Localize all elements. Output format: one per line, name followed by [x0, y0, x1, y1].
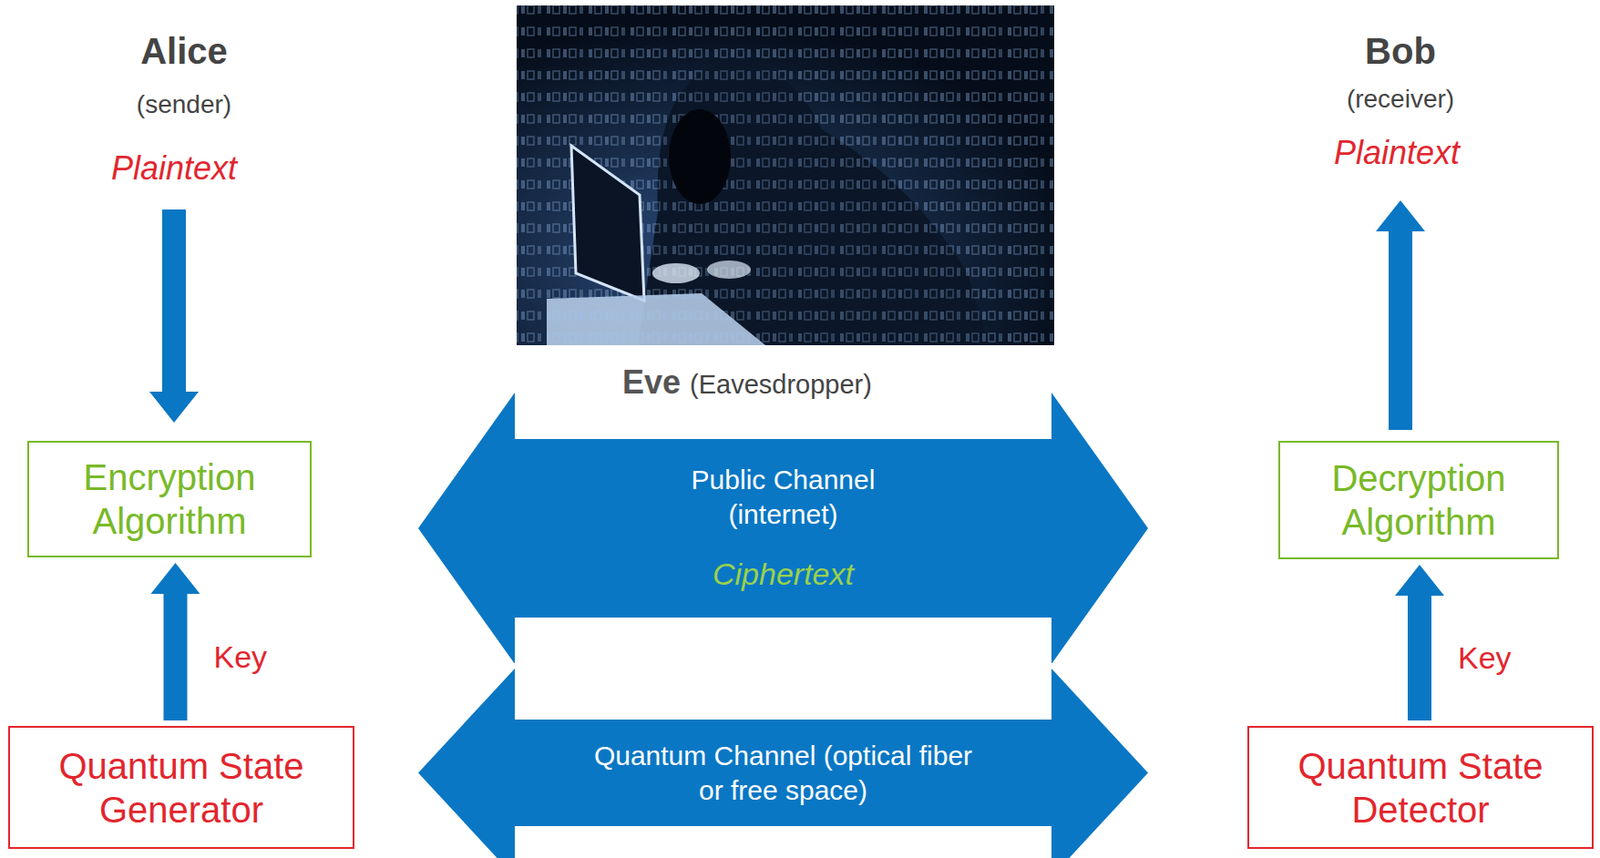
laptop-screen — [571, 145, 645, 301]
person-name: Eve — [622, 363, 681, 402]
channel-arrow: Public Channel (internet) Ciphertext — [418, 392, 1149, 664]
channel-label: Public Channel (internet) — [665, 462, 903, 532]
key-arrow — [151, 563, 201, 721]
edge-label: Key — [214, 639, 268, 676]
role-note: (sender) — [136, 90, 232, 120]
arrow-shaft — [1407, 594, 1432, 721]
person-name: Bob — [1364, 30, 1436, 72]
key-arrow — [1394, 564, 1445, 721]
person-name: Alice — [140, 30, 228, 72]
edge-label: Key — [1457, 640, 1512, 677]
device-box: Quantum State Generator — [8, 726, 355, 850]
box-label: Encryption Algorithm — [41, 455, 298, 544]
channel-text-area: Quantum Channel (optical fiber or free s… — [514, 719, 1052, 827]
binary-texture — [516, 5, 1055, 346]
hood-face — [668, 109, 731, 205]
box-label: Quantum State Generator — [22, 744, 340, 832]
picture-ground — [516, 5, 1055, 346]
laptop-base — [546, 293, 766, 346]
device-box: Quantum State Detector — [1247, 726, 1594, 850]
channel-label: Quantum Channel (optical fiber or free s… — [592, 738, 975, 808]
channel-text-area: Public Channel (internet) Ciphertext — [514, 439, 1052, 618]
arrow-head — [1394, 564, 1445, 596]
process-box: Decryption Algorithm — [1278, 441, 1559, 560]
arrow-shaft — [164, 593, 188, 721]
eavesdropper-picture — [516, 5, 1055, 346]
role-note: (Eavesdropper) — [689, 369, 872, 400]
channel-arrow-body — [418, 392, 1149, 664]
data-label: Plaintext — [111, 149, 237, 188]
laptop-texture — [546, 293, 766, 346]
process-box: Encryption Algorithm — [27, 441, 312, 558]
channel-content: Ciphertext — [712, 554, 854, 595]
box-label: Quantum State Detector — [1261, 744, 1580, 832]
role-note: (receiver) — [1346, 84, 1455, 114]
arrow-head — [151, 563, 201, 595]
box-label: Decryption Algorithm — [1292, 456, 1545, 544]
plaintext-arrow — [149, 209, 199, 423]
channel-arrow: Quantum Channel (optical fiber or free s… — [418, 668, 1149, 858]
plaintext-arrow — [1375, 200, 1426, 431]
channel-arrow-body — [418, 668, 1149, 858]
hand — [652, 263, 700, 284]
hand — [707, 260, 751, 279]
data-label: Plaintext — [1333, 133, 1460, 173]
